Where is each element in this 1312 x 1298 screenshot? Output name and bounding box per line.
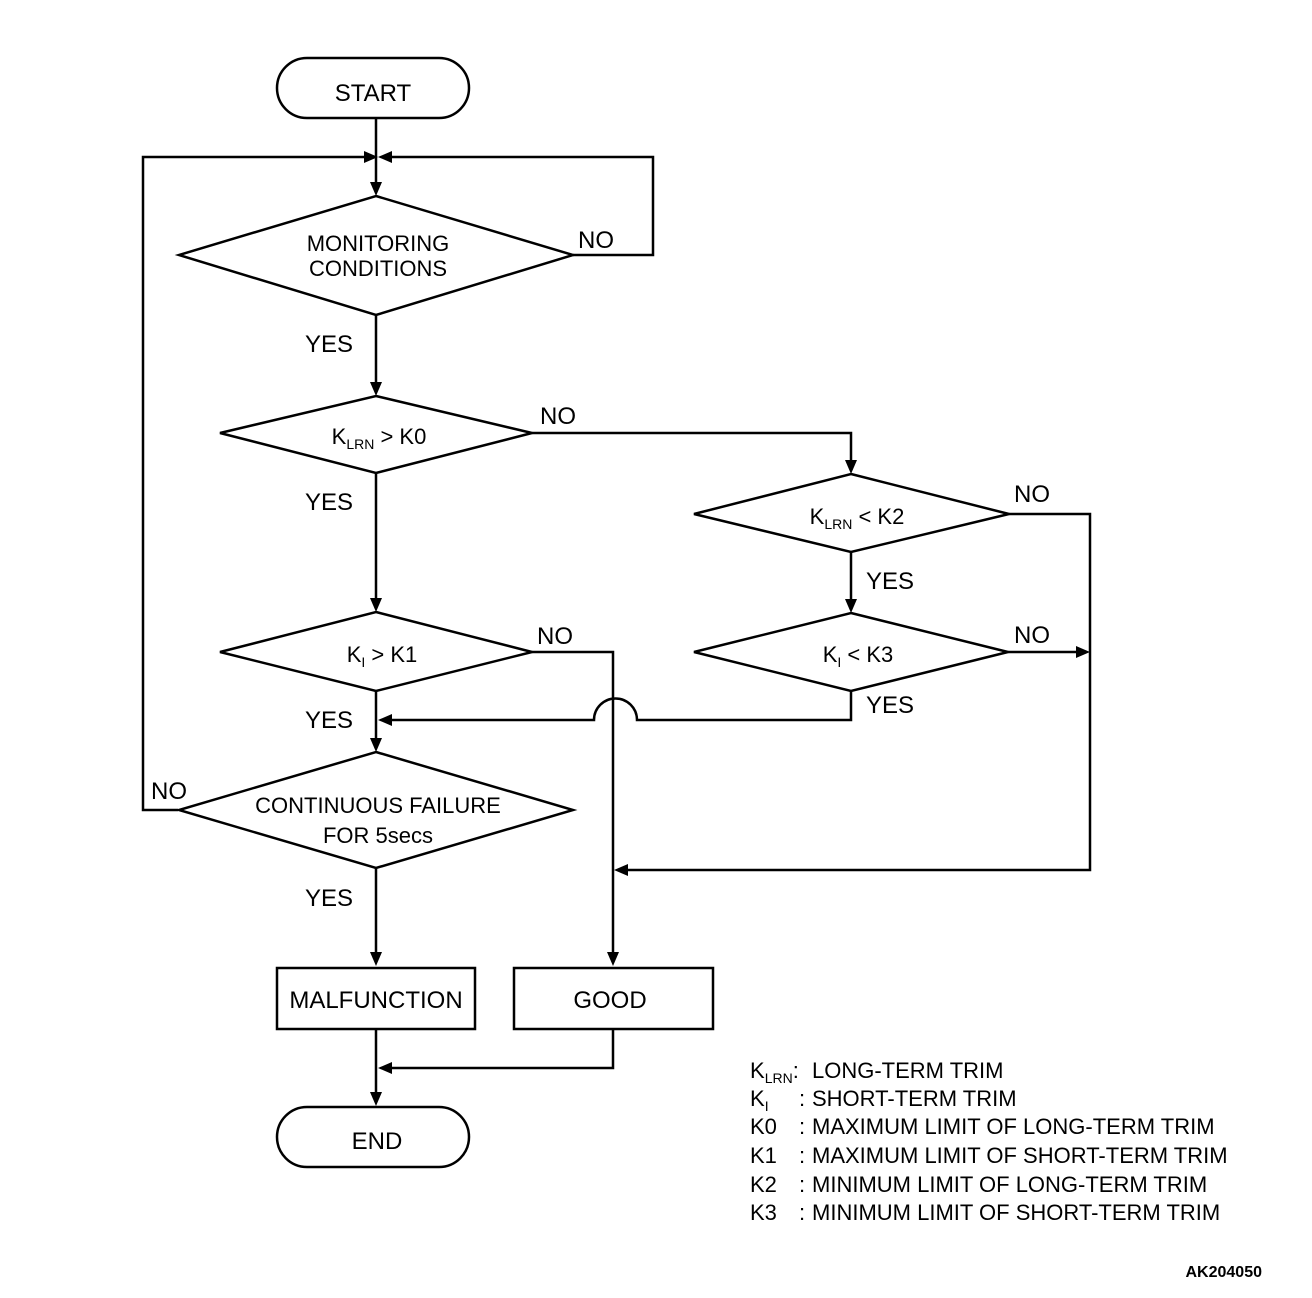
arrowhead-into-continuous	[370, 738, 382, 752]
legend-row-text: SHORT-TERM TRIM	[812, 1086, 1017, 1111]
edge-ki-k3-yes	[384, 691, 853, 722]
edge-labels: NO YES NO YES NO YES NO NO YES YES NO YE…	[151, 227, 1050, 912]
figure-reference-id: AK204050	[1186, 1264, 1263, 1281]
malfunction-label: MALFUNCTION	[289, 987, 462, 1014]
legend-row-sep: :	[799, 1114, 805, 1139]
edge-klrn-k0-no	[532, 431, 853, 470]
legend: KLRN: LONG-TERM TRIM KI : SHORT-TERM TRI…	[750, 1058, 1228, 1225]
arrowhead-into-ki-k3	[845, 599, 857, 613]
label-yes-monitoring: YES	[305, 331, 353, 358]
arrowhead-loop-left	[364, 151, 378, 163]
good-label: GOOD	[573, 987, 646, 1014]
label-no-ki-k1: NO	[537, 623, 573, 650]
arrowhead-into-klrn-k2	[845, 460, 857, 474]
label-no-klrn-k2: NO	[1014, 481, 1050, 508]
node-malfunction: MALFUNCTION	[275, 966, 477, 1031]
legend-row: K2	[750, 1172, 777, 1197]
node-start: START	[275, 56, 471, 120]
node-ki-lt-k3: KI < K3	[693, 611, 1009, 693]
arrowhead-ki-k3-no	[1076, 646, 1090, 658]
node-continuous-failure: CONTINUOUS FAILURE FOR 5secs	[174, 750, 578, 870]
legend-row-sep: :	[799, 1200, 805, 1225]
edge-klrn-k2-no	[622, 512, 1092, 872]
ki-k3-decision	[693, 611, 1009, 693]
label-no-ki-k3: NO	[1014, 622, 1050, 649]
arrowhead-into-good	[607, 952, 619, 966]
klrn-k2-label: KLRN < K2	[810, 504, 905, 532]
arrowhead-into-ki-k1	[370, 598, 382, 612]
legend-row-text: MINIMUM LIMIT OF LONG-TERM TRIM	[812, 1172, 1207, 1197]
ki-k1-label: KI > K1	[347, 642, 418, 670]
ki-k3-label: KI < K3	[823, 642, 894, 670]
label-yes-ki-k1: YES	[305, 707, 353, 734]
klrn-k2-decision	[693, 472, 1010, 554]
arrowhead-end-merge	[378, 1062, 392, 1074]
node-klrn-gt-k0: KLRN > K0	[219, 394, 533, 475]
arrowhead-into-monitoring	[370, 182, 382, 196]
arrowheads	[364, 151, 1090, 1106]
node-good: GOOD	[512, 966, 715, 1031]
start-label: START	[335, 80, 412, 107]
edge-ki-k1-no	[532, 650, 615, 962]
label-no-klrn-k0: NO	[540, 403, 576, 430]
edge-monitoring-no-loop	[382, 155, 655, 257]
label-no-continuous: NO	[151, 778, 187, 805]
start-terminator	[275, 56, 471, 120]
edge-continuous-no-loop	[141, 155, 370, 812]
legend-row: KLRN:	[750, 1058, 799, 1086]
legend-row-sep: :	[799, 1143, 805, 1168]
continuous-decision	[174, 750, 578, 870]
node-klrn-lt-k2: KLRN < K2	[693, 472, 1010, 554]
good-box	[512, 966, 715, 1031]
legend-row-text: LONG-TERM TRIM	[812, 1058, 1003, 1083]
edge-good-to-end	[384, 1029, 615, 1070]
legend-row-text: MINIMUM LIMIT OF SHORT-TERM TRIM	[812, 1200, 1220, 1225]
arrowhead-into-klrn-k0	[370, 382, 382, 396]
continuous-label-line1: CONTINUOUS FAILURE	[255, 793, 501, 818]
legend-row: K1	[750, 1143, 777, 1168]
legend-row: K0	[750, 1114, 777, 1139]
legend-row-text: MAXIMUM LIMIT OF SHORT-TERM TRIM	[812, 1143, 1228, 1168]
legend-row: K3	[750, 1200, 777, 1225]
connectors	[141, 118, 1092, 1102]
arrowhead-into-malfunction	[370, 952, 382, 966]
ki-k1-decision	[219, 610, 533, 693]
klrn-k0-label: KLRN > K0	[332, 424, 427, 452]
node-end: END	[275, 1105, 471, 1169]
node-monitoring-conditions: MONITORING CONDITIONS	[174, 194, 578, 317]
legend-row-text: MAXIMUM LIMIT OF LONG-TERM TRIM	[812, 1114, 1215, 1139]
node-ki-gt-k1: KI > K1	[219, 610, 533, 693]
label-yes-ki-k3: YES	[866, 692, 914, 719]
legend-row: KI	[750, 1086, 769, 1114]
end-label: END	[352, 1128, 403, 1155]
end-terminator	[275, 1105, 471, 1169]
label-yes-klrn-k2: YES	[866, 568, 914, 595]
label-yes-klrn-k0: YES	[305, 489, 353, 516]
continuous-label-line2: FOR 5secs	[323, 823, 433, 848]
monitoring-label-line1: MONITORING	[307, 231, 450, 256]
klrn-k0-decision	[219, 394, 533, 475]
label-yes-continuous: YES	[305, 885, 353, 912]
monitoring-decision	[174, 194, 578, 317]
legend-row-sep: :	[799, 1086, 805, 1111]
arrowhead-yes-merge	[378, 714, 392, 726]
legend-row-sep: :	[799, 1172, 805, 1197]
malfunction-box	[275, 966, 477, 1031]
arrowhead-into-good-merge	[614, 864, 628, 876]
monitoring-label-line2: CONDITIONS	[309, 256, 447, 281]
arrowhead-into-end	[370, 1092, 382, 1106]
arrowhead-loop-right	[378, 151, 392, 163]
label-no-monitoring: NO	[578, 227, 614, 254]
